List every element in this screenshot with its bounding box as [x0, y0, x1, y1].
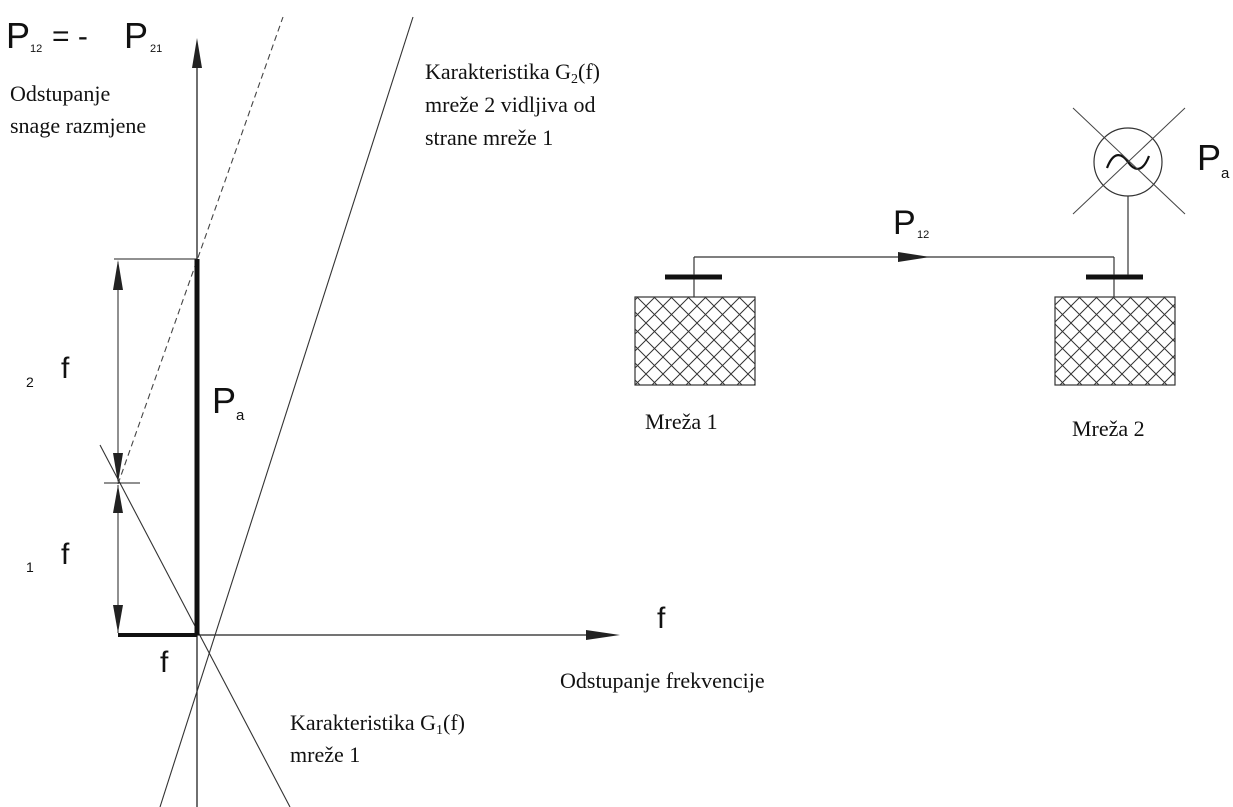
x-axis-arrowhead	[586, 630, 620, 640]
g2-characteristic-line	[159, 16, 414, 807]
generator-pa-label-sub: a	[1221, 165, 1230, 182]
generator-cross-line-2	[1072, 107, 1186, 215]
dimension-1f-arrow-down	[113, 605, 123, 633]
y-axis-text-line2: snage razmjene	[10, 113, 146, 138]
dim-1f-f: f	[61, 538, 70, 571]
pa-label-sub: a	[236, 407, 245, 424]
pa-label: P	[212, 380, 236, 421]
g2-label-line1: Karakteristika G2(f)	[425, 59, 600, 87]
x-axis-label-text: Odstupanje frekvencije	[560, 668, 765, 693]
dim-2f-sub: 2	[26, 374, 34, 390]
g1-label-line1: Karakteristika G1(f)	[290, 710, 465, 738]
flow-p12-label-sub: 12	[917, 229, 929, 241]
dim-2f-f: f	[61, 352, 70, 385]
dimension-2f-arrow-down	[113, 453, 123, 483]
y-axis-label-p12: P	[6, 15, 30, 56]
y-axis-label-p21: P	[124, 15, 148, 56]
g2-label-line2: mreže 2 vidljiva od	[425, 92, 595, 117]
y-axis-label-p21-sub: 21	[150, 43, 162, 55]
flow-p12-label: P	[893, 204, 916, 242]
tie-line-flow-arrow	[898, 252, 930, 262]
generator-pa-label: P	[1197, 137, 1221, 178]
y-axis-label-p12-sub: 12	[30, 43, 42, 55]
y-axis-text-line1: Odstupanje	[10, 81, 110, 106]
network2-box	[1054, 296, 1176, 386]
network1-box	[634, 296, 756, 386]
dimension-1f-arrow-up	[113, 485, 123, 513]
dim-1f-sub: 1	[26, 559, 34, 575]
network2-label: Mreža 2	[1072, 416, 1145, 441]
dim-delta-f: f	[160, 646, 169, 679]
network1-label: Mreža 1	[645, 409, 718, 434]
y-axis-arrowhead	[192, 38, 202, 68]
g1-label-line2: mreže 1	[290, 742, 360, 767]
x-axis-symbol-f: f	[657, 602, 666, 635]
g2-shifted-dashed-line	[117, 16, 284, 485]
dimension-2f-arrow-up	[113, 260, 123, 290]
y-axis-label-equals: = -	[52, 20, 88, 53]
g2-label-line3: strane mreže 1	[425, 125, 553, 150]
